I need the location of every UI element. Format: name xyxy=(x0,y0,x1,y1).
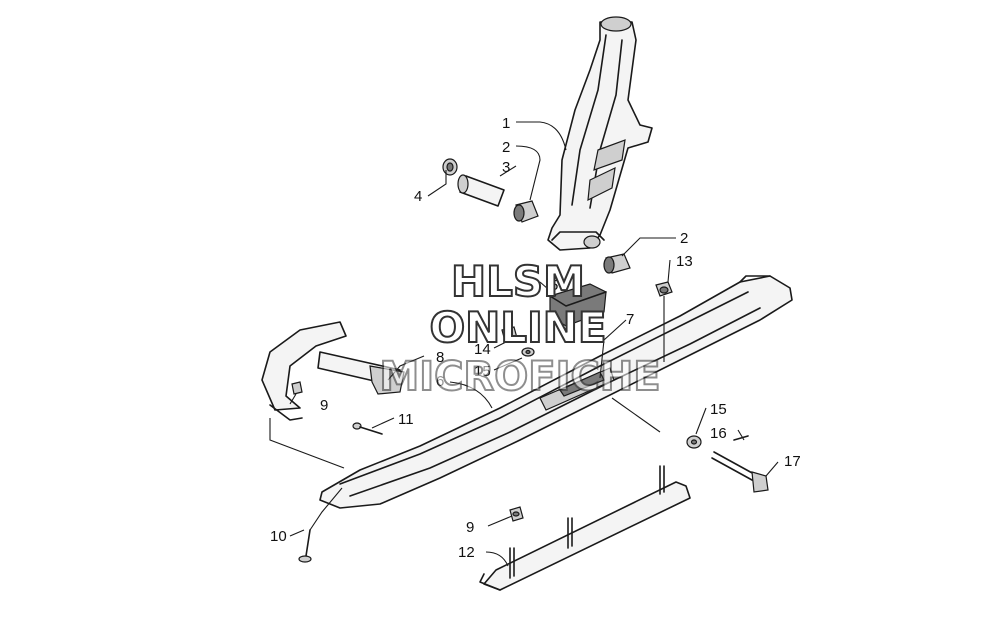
watermark-line1: HLSM xyxy=(451,257,585,306)
ski-part xyxy=(319,275,793,509)
ski-handle-part xyxy=(261,321,405,421)
watermark-line3: MICROFICHE xyxy=(379,354,660,400)
callout-16: 16 xyxy=(710,425,727,442)
watermark: HLSM ONLINE MICROFICHE xyxy=(378,256,661,401)
nut-9a-part xyxy=(291,381,303,395)
washer-15a-part xyxy=(521,347,535,357)
callout-17: 17 xyxy=(784,453,801,470)
callout-2-lower: 2 xyxy=(680,230,688,247)
leader-lines xyxy=(269,121,779,567)
callouts: 1 2 3 4 2 13 5 7 14 8 15 6 9 11 15 16 17… xyxy=(270,115,801,561)
spindle-block-part xyxy=(549,283,607,327)
callout-12: 12 xyxy=(458,544,475,561)
callout-9-lower: 9 xyxy=(466,519,474,536)
callout-15-upper: 15 xyxy=(474,363,491,380)
nut-14-part xyxy=(501,326,518,342)
callout-4: 4 xyxy=(414,188,422,205)
callout-7: 7 xyxy=(626,311,634,328)
callout-6: 6 xyxy=(436,373,444,390)
callout-1: 1 xyxy=(502,115,510,132)
nut-9b-part xyxy=(509,506,524,522)
bolt-10-part xyxy=(298,529,312,563)
callout-8: 8 xyxy=(436,349,444,366)
callout-13: 13 xyxy=(676,253,693,270)
bushing-lower-part xyxy=(603,253,631,274)
washer-15b-part xyxy=(686,435,702,449)
callout-14: 14 xyxy=(474,341,491,358)
callout-11: 11 xyxy=(398,411,414,428)
callout-5: 5 xyxy=(550,277,558,294)
nut-13-part xyxy=(655,281,673,297)
bushing-upper-part xyxy=(513,200,539,223)
sleeve-part xyxy=(457,174,505,207)
bushing-small-part xyxy=(442,158,458,176)
callout-3: 3 xyxy=(502,159,510,176)
callout-9-upper: 9 xyxy=(320,397,328,414)
spindle-part xyxy=(547,16,653,251)
bolt-11-part xyxy=(352,422,383,435)
bolt-17-part xyxy=(711,451,769,493)
callout-15-lower: 15 xyxy=(710,401,727,418)
wear-bar-part xyxy=(479,465,691,591)
cotter-pin-part xyxy=(733,435,749,441)
watermark-line2: ONLINE xyxy=(429,303,606,352)
callout-10: 10 xyxy=(270,528,287,545)
callout-2-upper: 2 xyxy=(502,139,510,156)
